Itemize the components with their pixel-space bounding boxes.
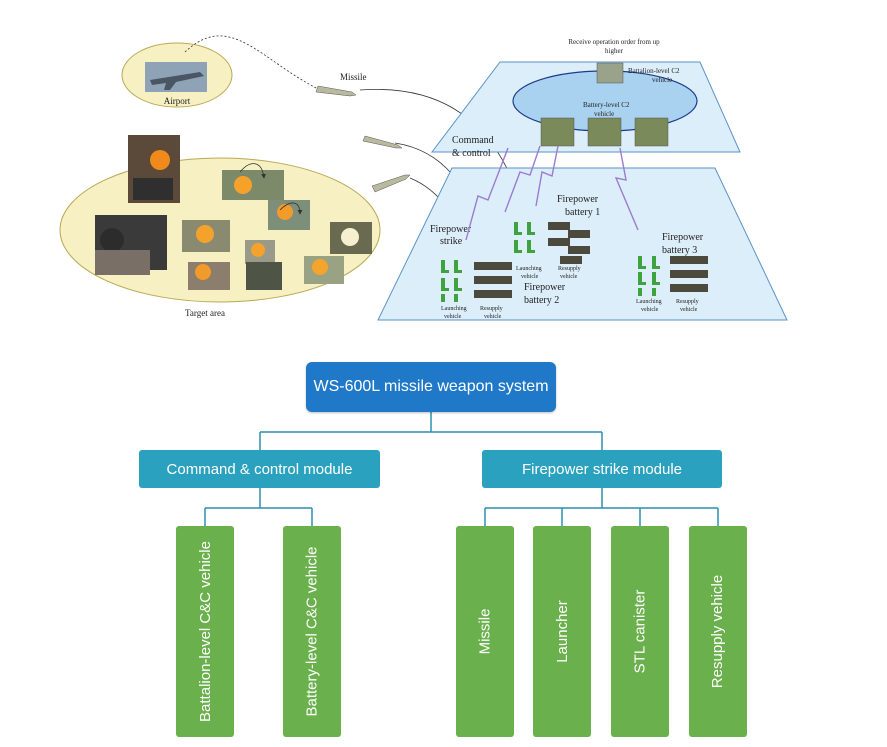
- battery-c2-vehicle-icon: [540, 117, 575, 147]
- system-root-node: WS-600L missile weapon system: [306, 362, 556, 412]
- battalion-c2-label: Battalion-level C2: [628, 67, 680, 75]
- leaf-label: Launcher: [553, 600, 571, 663]
- resupply-vehicle-label: vehicle: [560, 274, 578, 280]
- receive-order-label: Receive operation order from up: [568, 38, 660, 46]
- battery2-label: Firepower: [524, 282, 566, 293]
- launching-vehicle-label: vehicle: [444, 314, 462, 320]
- leaf-label: Missile: [476, 608, 494, 655]
- target-area-label: Target area: [185, 308, 225, 318]
- battery1-label: battery 1: [565, 207, 600, 218]
- missile-icon: [371, 174, 411, 193]
- system-root-label: WS-600L missile weapon system: [313, 378, 549, 395]
- target-explosion-icon: [246, 262, 282, 290]
- launching-vehicle-label: vehicle: [641, 307, 659, 313]
- battery-c2-label: vehicle: [594, 110, 614, 118]
- leaf-label: Battalion-level C&C vehicle: [196, 541, 214, 722]
- battalion-c2-label: vehicle: [652, 76, 672, 84]
- battalion-cc-vehicle-node: Battalion-level C&C vehicle: [176, 526, 234, 737]
- launching-vehicle-label: Launching: [441, 306, 467, 312]
- firepower-strike-label: strike: [440, 236, 463, 247]
- battery1-label: Firepower: [557, 194, 599, 205]
- resupply-vehicle-label: vehicle: [484, 314, 502, 320]
- resupply-vehicle-label: Resupply: [676, 299, 699, 305]
- command-control-label: & control: [452, 148, 491, 159]
- aircraft-icon: [150, 72, 204, 90]
- receive-order-label: higher: [605, 47, 624, 55]
- target-explosion-icon: [268, 200, 310, 230]
- resupply-vehicle-label: vehicle: [680, 307, 698, 313]
- target-explosion-icon: [222, 170, 284, 200]
- battery3-label: Firepower: [662, 232, 704, 243]
- resupply-vehicle-icon: [474, 262, 512, 298]
- stl-canister-node: STL canister: [611, 526, 669, 737]
- missile-icon: Missile: [315, 72, 367, 97]
- airport-area: Airport: [121, 42, 233, 108]
- missile-label: Missile: [340, 72, 367, 82]
- module-label: Command & control module: [166, 460, 353, 478]
- target-explosion-icon: [304, 256, 344, 284]
- airport-label: Airport: [164, 96, 191, 106]
- communication-links: [465, 145, 639, 241]
- leaf-label: Battery-level C&C vehicle: [303, 546, 321, 717]
- battery-c2-label: Battery-level C2: [583, 101, 630, 109]
- battery3-label: battery 3: [662, 245, 697, 256]
- launching-vehicle-label: Launching: [636, 299, 662, 305]
- target-explosion-icon: [128, 135, 180, 203]
- launching-vehicle-label: Launching: [516, 266, 542, 272]
- missile-icon: [362, 135, 403, 149]
- launcher-node: Launcher: [533, 526, 591, 737]
- launching-vehicle-icon: [638, 256, 660, 296]
- resupply-vehicle-icon: [548, 222, 590, 264]
- battalion-c2-vehicle-icon: [596, 62, 624, 84]
- target-explosion-icon: [330, 222, 372, 254]
- target-explosion-icon: [182, 220, 230, 252]
- launching-vehicle-label: vehicle: [521, 274, 539, 280]
- target-explosion-icon: [95, 250, 150, 275]
- module-label: Firepower strike module: [521, 460, 683, 478]
- leaf-label: STL canister: [631, 589, 649, 674]
- resupply-vehicle-node: Resupply vehicle: [689, 526, 747, 737]
- operational-scene-illustration: Airport: [59, 35, 788, 321]
- battery-cc-vehicle-node: Battery-level C&C vehicle: [283, 526, 341, 737]
- battery-c2-vehicle-icon: [587, 117, 622, 147]
- resupply-vehicle-label: Resupply: [480, 306, 503, 312]
- command-control-plane: Receive operation order from up higher B…: [430, 38, 741, 159]
- target-area: Target area: [59, 135, 381, 318]
- launching-vehicle-icon: [514, 222, 535, 253]
- leaf-label: Resupply vehicle: [709, 574, 727, 689]
- command-control-module-node: Command & control module: [139, 450, 380, 488]
- command-control-label: Command: [452, 135, 494, 146]
- target-explosion-icon: [188, 262, 230, 290]
- target-explosion-icon: [245, 240, 275, 264]
- launching-vehicle-icon: [441, 260, 462, 302]
- resupply-vehicle-label: Resupply: [558, 266, 581, 272]
- battery-c2-vehicle-icon: [634, 117, 669, 147]
- resupply-vehicle-icon: [670, 256, 708, 292]
- firepower-strike-plane: Firepower strike Firepower battery 1 Fir…: [377, 167, 788, 321]
- firepower-strike-module-node: Firepower strike module: [482, 450, 722, 488]
- missile-node: Missile: [456, 526, 514, 737]
- battery2-label: battery 2: [524, 295, 559, 306]
- firepower-strike-label: Firepower: [430, 224, 472, 235]
